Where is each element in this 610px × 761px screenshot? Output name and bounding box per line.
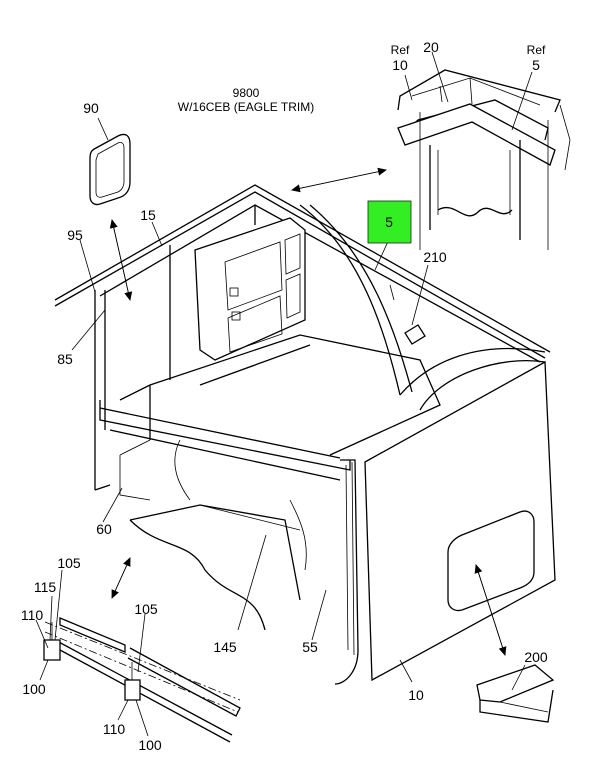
model-description: W/16CEB (EAGLE TRIM) [178, 100, 314, 114]
arrow-roof-right [291, 167, 387, 191]
arrow-sill-down [111, 557, 131, 599]
callout-10: 10 [408, 687, 424, 703]
callout-110-left: 110 [21, 607, 44, 623]
model-number: 9800 [233, 86, 260, 100]
callout-85: 85 [57, 351, 73, 367]
highlight-box-5[interactable] [367, 200, 412, 244]
arrow-window-up [109, 219, 131, 301]
callout-110-right: 110 [103, 721, 126, 737]
callout-200: 200 [524, 649, 548, 665]
callout-20: 20 [423, 39, 439, 55]
floor-panel [129, 504, 301, 631]
callout-105-left: 105 [57, 555, 81, 571]
callout-15: 15 [140, 207, 156, 223]
callout-210: 210 [423, 249, 447, 265]
handle-part-210 [404, 324, 426, 345]
arrow-bracket-up [474, 564, 506, 656]
callout-ref-left-num: 10 [392, 57, 408, 73]
callout-ref-right-num: 5 [532, 57, 540, 73]
latch-detail [389, 284, 395, 301]
callout-100-right: 100 [138, 737, 162, 753]
highlight-label: 5 [385, 214, 393, 230]
callout-95: 95 [67, 227, 83, 243]
callout-145: 145 [213, 639, 237, 655]
callout-105-right: 105 [134, 601, 158, 617]
callout-90: 90 [83, 100, 99, 116]
callout-100-left: 100 [22, 681, 46, 697]
trim-bracket-part-200 [476, 664, 555, 723]
callout-55: 55 [302, 639, 318, 655]
assembly-arrows [109, 167, 507, 656]
sill-rail-assembly [43, 617, 241, 743]
callout-60: 60 [96, 521, 112, 537]
roof-corner-detail [397, 69, 571, 250]
sleeper-cab-body [54, 184, 556, 685]
leader-lines [35, 51, 533, 737]
callout-ref-right-word: Ref [527, 43, 546, 57]
window-trim-part-90 [89, 133, 131, 206]
callout-labels: Ref 10 20 Ref 5 90 15 95 85 60 105 115 1… [21, 39, 548, 753]
callout-115: 115 [34, 579, 57, 595]
callout-ref-left-word: Ref [391, 43, 410, 57]
